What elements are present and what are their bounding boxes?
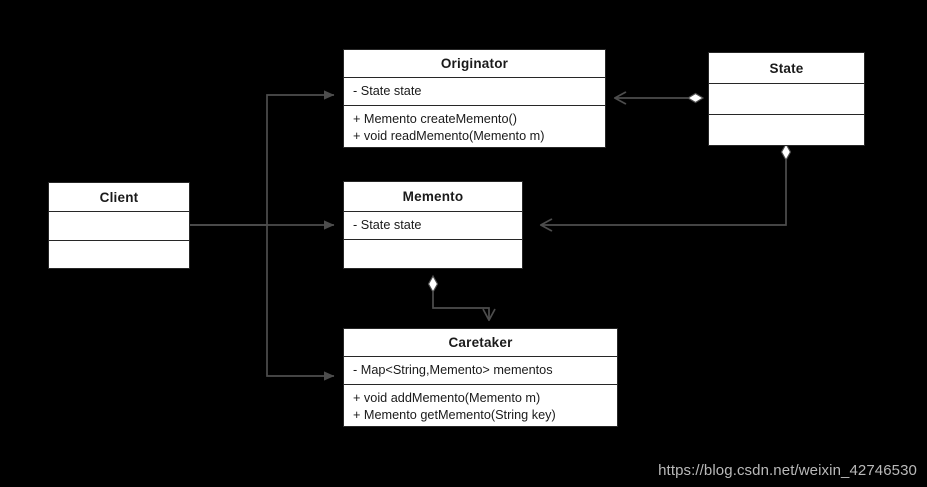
class-attributes-client <box>49 211 189 239</box>
class-operations-caretaker: + void addMemento(Memento m) + Memento g… <box>344 384 617 426</box>
class-box-client[interactable]: Client <box>48 182 190 269</box>
class-operations-originator: + Memento createMemento() + void readMem… <box>344 105 605 147</box>
class-title-caretaker: Caretaker <box>448 335 513 350</box>
edge-memento-to-caretaker <box>427 274 490 320</box>
class-box-memento[interactable]: Memento - State state <box>343 181 523 269</box>
class-title-memento: Memento <box>402 189 464 204</box>
edge-state-to-originator <box>615 92 705 104</box>
class-title-state: State <box>769 60 804 76</box>
aggregation-diamond-state-originator <box>686 92 705 104</box>
class-operations-memento <box>344 239 522 268</box>
class-attributes-originator: - State state <box>344 77 605 105</box>
aggregation-diamond-state-memento <box>780 142 792 162</box>
class-attributes-state <box>709 83 864 114</box>
edge-state-to-memento <box>541 142 792 225</box>
class-box-originator[interactable]: Originator - State state + Memento creat… <box>343 49 606 148</box>
attribute-line: - State state <box>353 218 422 232</box>
class-operations-state <box>709 114 864 145</box>
class-box-state[interactable]: State <box>708 52 865 146</box>
class-attributes-caretaker: - Map<String,Memento> mementos <box>344 356 617 384</box>
operation-line: + void addMemento(Memento m) <box>353 391 541 405</box>
edge-client-to-originator <box>190 90 335 226</box>
aggregation-diamond-memento-caretaker <box>427 274 439 294</box>
class-title-originator: Originator <box>440 56 509 71</box>
attribute-line: - State state <box>353 84 422 98</box>
operation-line: + Memento createMemento() <box>353 112 517 126</box>
class-box-caretaker[interactable]: Caretaker - Map<String,Memento> mementos… <box>343 328 618 427</box>
class-title-client: Client <box>99 189 139 205</box>
class-operations-client <box>49 239 189 268</box>
class-attributes-memento: - State state <box>344 211 522 239</box>
operation-line: + void readMemento(Memento m) <box>353 129 545 143</box>
operation-line: + Memento getMemento(String key) <box>353 408 556 422</box>
attribute-line: - Map<String,Memento> mementos <box>353 363 553 377</box>
watermark-text: https://blog.csdn.net/weixin_42746530 <box>658 462 917 479</box>
edge-client-to-caretaker <box>266 225 335 381</box>
